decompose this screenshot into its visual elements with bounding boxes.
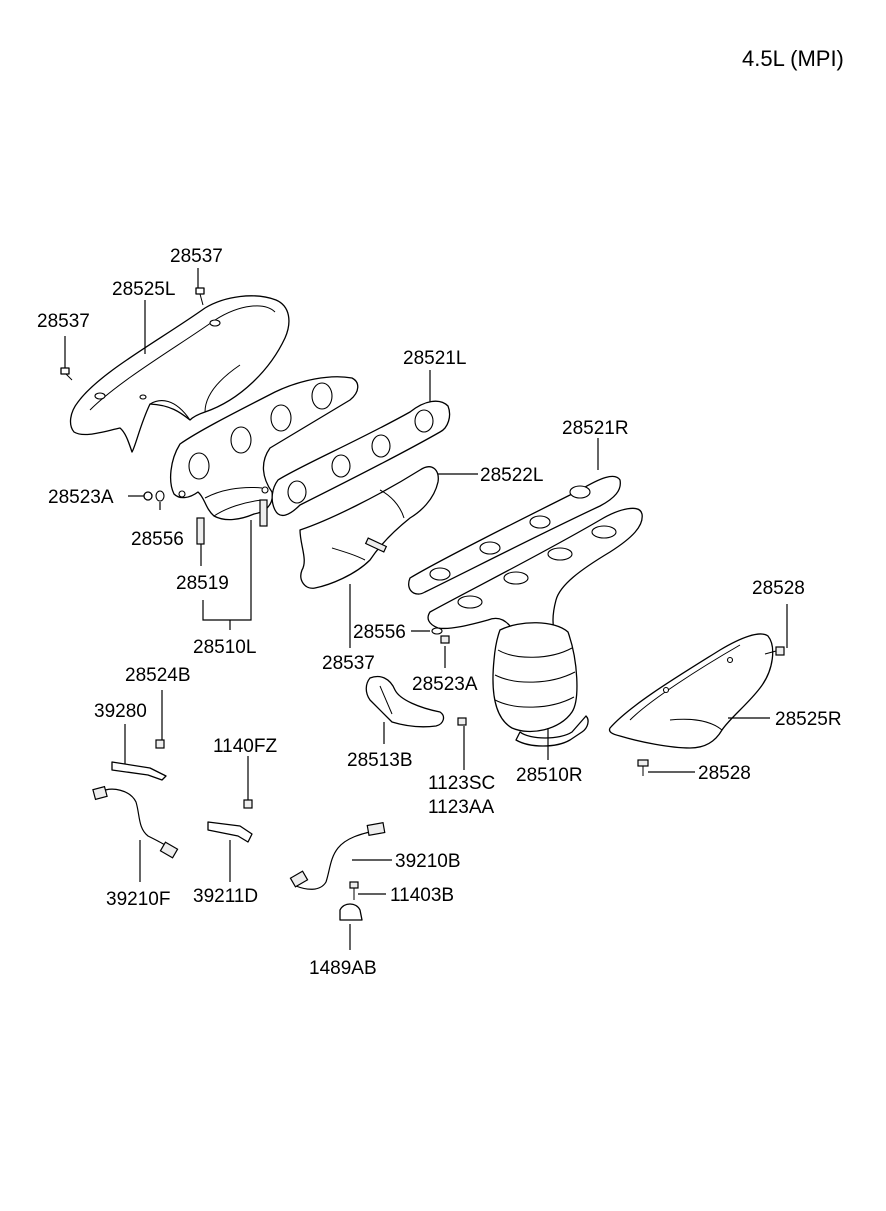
label-28528-top[interactable]: 28528 [752,578,805,599]
leader-lines [64,268,788,950]
label-28556-left[interactable]: 28556 [131,529,184,550]
label-28521L[interactable]: 28521L [403,348,466,369]
label-28521R[interactable]: 28521R [562,418,629,439]
washer-28556-mid-drawing [431,627,443,635]
label-1123SC[interactable]: 1123SC [428,773,495,794]
label-28523A-left[interactable]: 28523A [48,487,114,508]
label-28525L[interactable]: 28525L [112,279,175,300]
label-39280[interactable]: 39280 [94,701,147,722]
part-labels: 28537 28525L 28537 28521L 28521R 28522L … [37,246,842,979]
label-1123AA[interactable]: 1123AA [428,797,495,818]
heat-shield-right-drawing [608,633,774,749]
label-28556-mid[interactable]: 28556 [353,622,406,643]
gasket-right-drawing [408,475,621,595]
label-28519[interactable]: 28519 [176,573,229,594]
label-39210F[interactable]: 39210F [106,889,170,910]
label-28524B[interactable]: 28524B [125,665,191,686]
gasket-left-drawing [271,400,451,517]
label-28528-bottom[interactable]: 28528 [698,763,751,784]
label-28510L[interactable]: 28510L [193,637,256,658]
exhaust-manifold-left-drawing [169,376,359,521]
washer-28556-left-drawing [155,490,165,502]
oxygen-sensor-39210F-drawing [92,785,179,859]
label-28513B[interactable]: 28513B [347,750,413,771]
label-11403B[interactable]: 11403B [390,885,454,906]
bolt-28528-bottom-drawing [637,759,649,776]
label-28510R[interactable]: 28510R [516,765,583,786]
label-1489AB[interactable]: 1489AB [309,958,377,979]
label-28522L[interactable]: 28522L [480,465,543,486]
bolt-28537-top-drawing [195,287,205,306]
heat-shield-28522L-drawing [299,466,439,589]
oxygen-sensor-39210B-drawing [289,821,386,890]
heat-shield-left-drawing [69,295,290,453]
label-39211D[interactable]: 39211D [193,886,258,907]
bracket-28513B-drawing [365,675,467,728]
label-28537-left[interactable]: 28537 [37,311,90,332]
clip-1489AB-drawing [339,903,363,921]
nut-28523A-left-drawing [143,491,153,501]
exhaust-manifold-right-drawing [427,507,643,747]
bolt-11403B-drawing [349,881,359,900]
label-39210B[interactable]: 39210B [395,851,461,872]
label-1140FZ[interactable]: 1140FZ [213,736,277,757]
label-28537-mid[interactable]: 28537 [322,653,375,674]
bracket-39211D-drawing [207,799,253,843]
nut-28523A-mid-drawing [440,635,450,644]
engine-label: 4.5L (MPI) [742,46,844,71]
label-28525R[interactable]: 28525R [775,709,842,730]
bracket-39280-drawing [111,739,167,781]
bolt-28528-top-drawing [764,646,785,656]
label-28537-top[interactable]: 28537 [170,246,223,267]
bolt-28537-left-drawing [60,367,73,381]
label-28523A-mid[interactable]: 28523A [412,674,478,695]
